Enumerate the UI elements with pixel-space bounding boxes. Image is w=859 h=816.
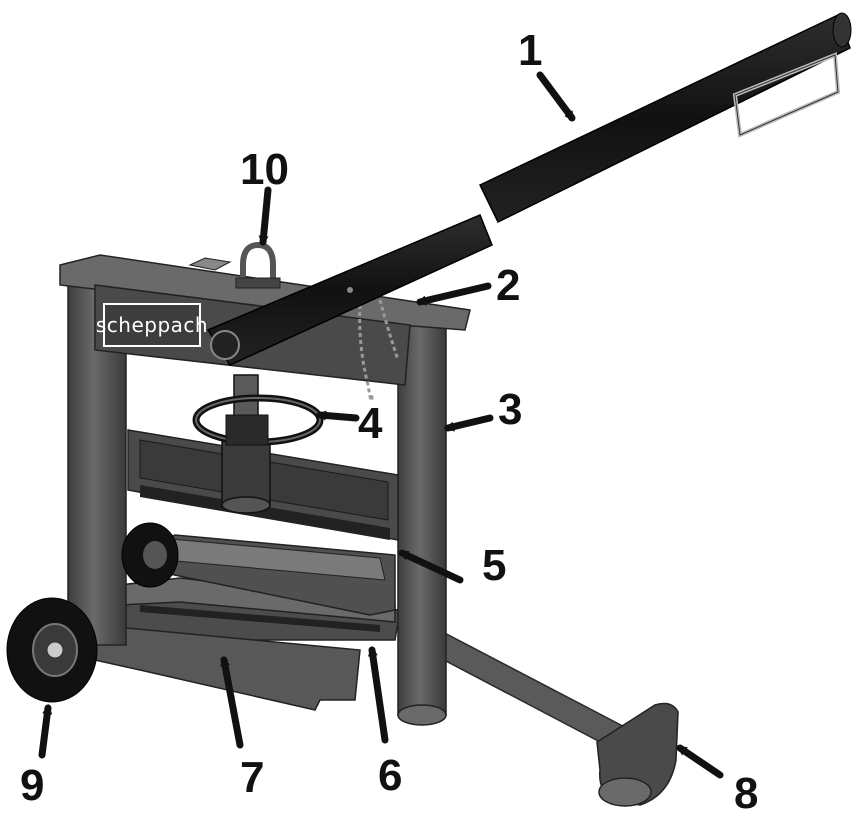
brand-name: scheppach	[96, 313, 208, 337]
lever-arm	[206, 12, 852, 366]
lower-blade	[140, 534, 396, 632]
callout-9: 9	[20, 761, 44, 810]
arrow-1	[536, 71, 576, 122]
lifting-eye	[235, 241, 281, 289]
arrow-10	[258, 186, 272, 246]
callout-2: 2	[496, 261, 520, 310]
callout-5: 5	[482, 541, 506, 590]
arrow-6	[367, 646, 389, 744]
callout-labels: 1 2 3 4 5 6 7 8 9 10	[20, 26, 758, 816]
arrow-2	[416, 282, 492, 306]
callout-6: 6	[378, 751, 402, 800]
arrow-8	[676, 744, 724, 779]
arrow-5	[398, 549, 464, 584]
wheel-rear	[121, 522, 179, 588]
arrow-3	[444, 414, 494, 432]
callout-10: 10	[240, 145, 289, 194]
wheel-front	[6, 597, 98, 703]
callout-3: 3	[498, 385, 522, 434]
brand-plate: scheppach	[96, 303, 208, 347]
callout-7: 7	[240, 753, 264, 802]
callout-arrows	[38, 71, 724, 779]
safety-chain	[358, 299, 400, 403]
spindle-assembly	[192, 374, 324, 514]
callout-8: 8	[734, 769, 758, 816]
callout-1: 1	[518, 26, 542, 75]
right-post	[397, 319, 447, 726]
arrow-7	[220, 656, 244, 749]
arrow-9	[38, 704, 53, 759]
foot-bar	[424, 626, 679, 807]
callout-4: 4	[358, 399, 383, 448]
arrow-4	[316, 410, 360, 422]
